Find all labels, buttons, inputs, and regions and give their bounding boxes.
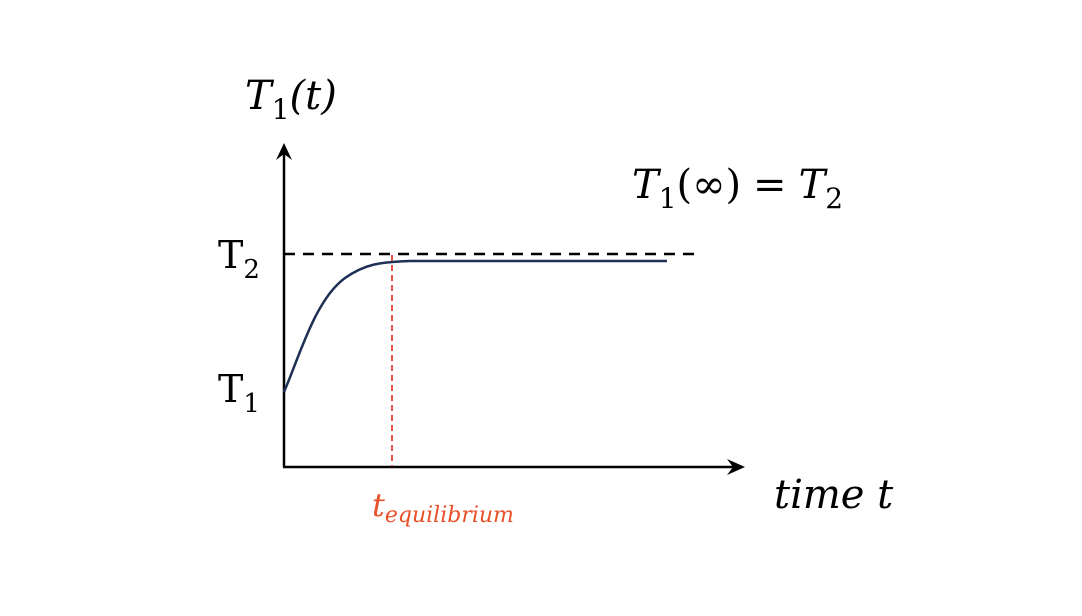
limit-annotation: T1(∞)=T2 (632, 162, 843, 215)
y-tick-label-t2: T2 (218, 233, 260, 285)
x-axis-label: time t (774, 472, 894, 518)
x-axis-arrowhead (727, 459, 745, 475)
temperature-curve (282, 259, 667, 393)
y-axis-label: T1(t) (245, 73, 337, 126)
y-tick-label-t1: T1 (218, 367, 260, 419)
y-axis-arrowhead (276, 143, 292, 160)
equilibrium-label: tequilibrium (372, 486, 514, 528)
